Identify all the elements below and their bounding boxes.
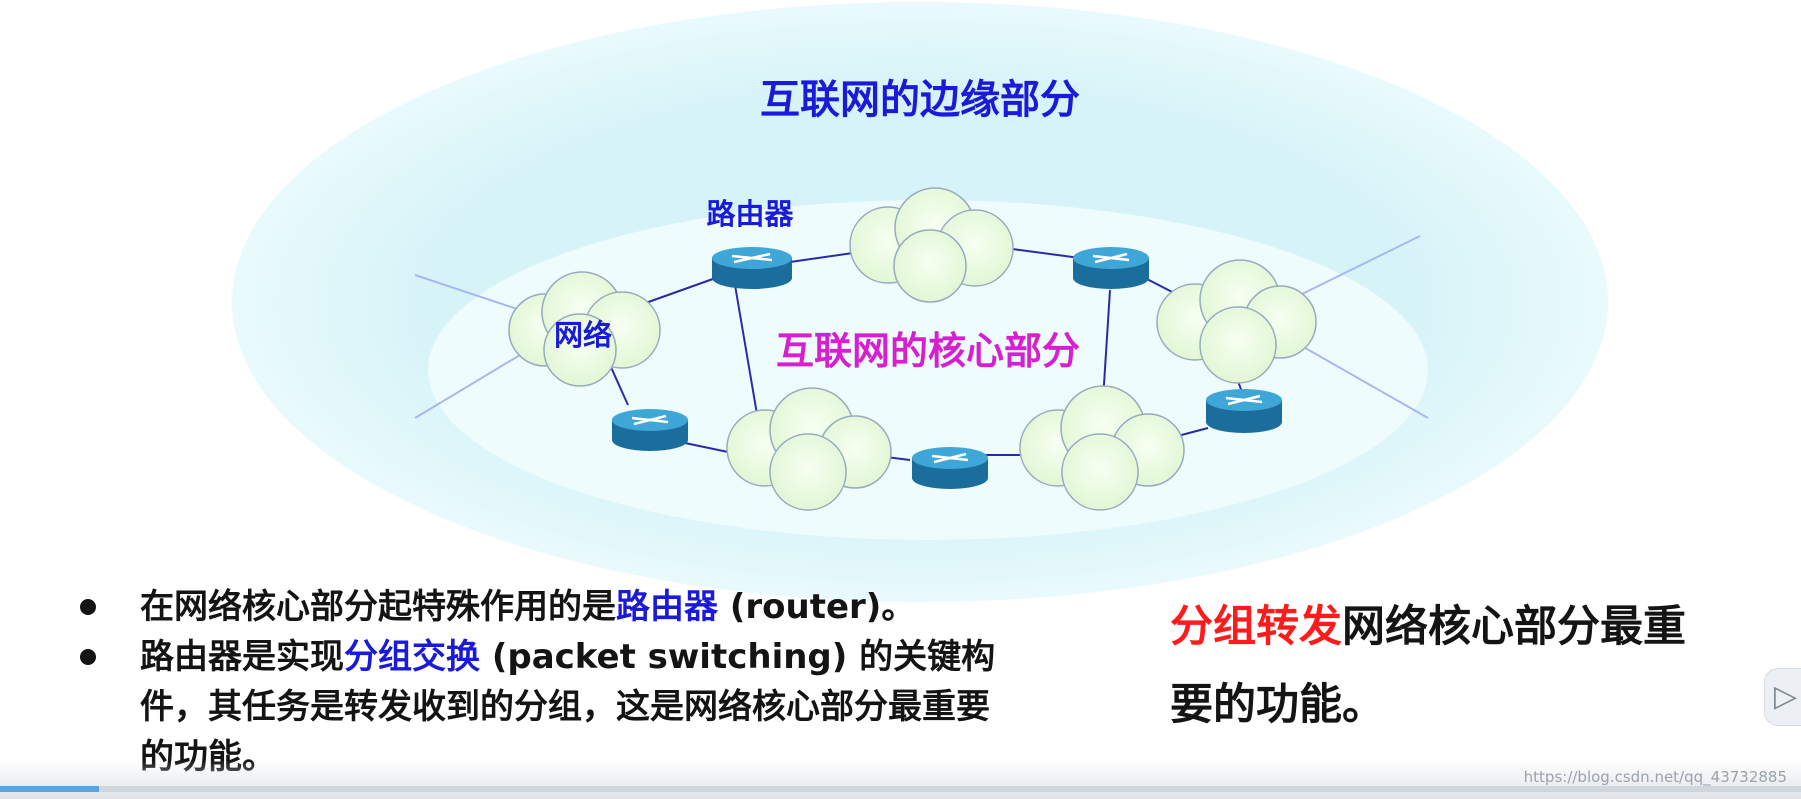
outer-links	[414, 235, 1429, 419]
edge-link	[1299, 344, 1429, 419]
player-bar	[0, 760, 1801, 799]
callout-text: 网络核心部分最重要的功能。	[1170, 602, 1686, 730]
cloud	[1019, 385, 1185, 511]
core-link	[609, 364, 629, 406]
bullet-item: 在网络核心部分起特殊作用的是路由器 (router)。	[72, 582, 1002, 632]
cloud	[1156, 259, 1317, 384]
core-link	[1102, 289, 1111, 401]
progress-fill	[0, 786, 100, 792]
progress-track[interactable]	[0, 786, 1801, 792]
router-icon	[612, 409, 688, 451]
router-icon	[912, 447, 988, 489]
video-button[interactable]: ▷	[1764, 668, 1801, 726]
watermark: https://blog.csdn.net/qq_43732885	[1523, 768, 1787, 786]
core-link	[684, 442, 729, 453]
core-title: 互联网的核心部分	[776, 329, 1080, 373]
cloud	[726, 387, 892, 511]
bullet-highlight: 分组交换	[344, 637, 480, 677]
core-link	[789, 251, 861, 263]
bullet-highlight: 路由器	[616, 587, 718, 627]
bullet-list: 在网络核心部分起特殊作用的是路由器 (router)。 路由器是实现分组交换 (…	[72, 582, 1002, 782]
edge-link	[414, 274, 521, 311]
router-icon	[1073, 247, 1149, 289]
cloud	[508, 271, 661, 387]
bullet-dot	[80, 599, 96, 615]
bullet-dot	[80, 649, 96, 665]
network-label: 网络	[554, 318, 612, 352]
cloud	[849, 187, 1014, 303]
edge-link	[414, 354, 521, 419]
core-link	[734, 284, 759, 421]
router-icon	[1206, 389, 1282, 433]
router-icon	[712, 247, 792, 289]
bullet-text: 在网络核心部分起特殊作用的是	[140, 587, 616, 627]
router-label: 路由器	[706, 197, 794, 231]
bullet-text: (router)。	[718, 587, 916, 627]
callout: 分组转发网络核心部分最重要的功能。	[1170, 588, 1690, 744]
edge-title: 互联网的边缘部分	[760, 77, 1080, 123]
callout-highlight: 分组转发	[1170, 602, 1342, 652]
video-icon: ▷	[1774, 679, 1798, 714]
bullet-text: 路由器是实现	[140, 637, 344, 677]
edge-link	[1299, 235, 1421, 296]
